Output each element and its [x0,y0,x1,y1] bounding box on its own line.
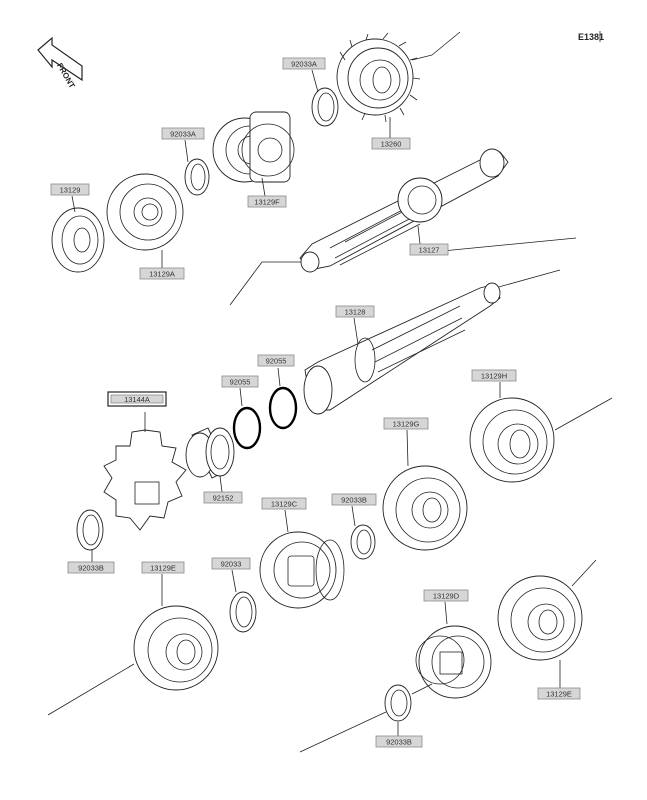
svg-text:92055: 92055 [230,378,251,387]
gear-13129d[interactable] [415,625,492,699]
svg-text:92055: 92055 [266,357,287,366]
svg-text:13129G: 13129G [393,420,420,429]
label-92152: 92152 [203,491,243,504]
circlip-92033b-bottom[interactable] [384,684,412,722]
oring-92055-b[interactable] [268,386,298,430]
gear-13129f[interactable] [212,111,295,183]
svg-text:13129C: 13129C [271,500,298,509]
svg-text:92033A: 92033A [291,60,317,69]
svg-text:13128: 13128 [345,308,366,317]
label-92055-a: 92055 [221,375,259,388]
svg-text:92033A: 92033A [170,130,196,139]
svg-text:13144A: 13144A [124,395,150,404]
bushing-92152[interactable] [185,427,235,479]
label-13260: 13260 [371,137,411,150]
label-92033b-bottom: 92033B [375,735,423,748]
svg-text:13260: 13260 [381,140,402,149]
label-13127: 13127 [409,243,449,256]
svg-text:13129E: 13129E [546,690,572,699]
gear-13129e-left[interactable] [133,605,219,691]
label-13129h: 13129H [471,369,517,382]
svg-text:13129E: 13129E [150,564,176,573]
label-92033b-left: 92033B [67,561,115,574]
front-arrow-icon: FRONT [37,36,83,90]
svg-text:13129A: 13129A [149,270,175,279]
label-13129e-right: 13129E [537,687,581,700]
label-92033a-top: 92033A [282,57,326,70]
circlip-92033a-top[interactable] [311,87,339,127]
label-13144a: 13144A [107,391,167,407]
svg-text:13129H: 13129H [481,372,507,381]
label-92033a-left: 92033A [161,127,205,140]
svg-text:92033B: 92033B [386,738,412,747]
gear-13129c[interactable] [259,531,345,609]
label-92033: 92033 [211,557,251,570]
label-13128: 13128 [335,305,375,318]
gear-13260[interactable] [336,32,421,123]
oring-92055-a[interactable] [232,406,262,450]
diagram-code: E1381 [578,32,604,42]
gear-13129g[interactable] [382,465,468,551]
svg-text:13127: 13127 [419,246,440,255]
gear-13129e-right[interactable] [497,575,583,661]
svg-text:92033B: 92033B [78,564,104,573]
circlip-92033[interactable] [229,591,257,633]
svg-text:92033B: 92033B [341,496,367,505]
label-13129c: 13129C [261,497,307,510]
circlip-92033b-mid[interactable] [350,524,376,560]
label-92033b-mid: 92033B [331,493,377,506]
circlip-92033b-left[interactable] [76,509,104,551]
gear-13129h[interactable] [469,397,555,483]
label-13129d: 13129D [423,589,469,602]
label-13129a: 13129A [139,267,185,280]
svg-text:13129D: 13129D [433,592,460,601]
label-13129f: 13129F [247,195,287,208]
gear-13129a[interactable] [106,173,184,251]
svg-text:13129F: 13129F [254,198,280,207]
svg-text:92152: 92152 [213,494,234,503]
shaft-13127[interactable] [299,148,509,273]
shaft-13128[interactable] [303,282,501,415]
label-13129e-left: 13129E [141,561,185,574]
label-13129: 13129 [50,183,90,196]
label-13129g: 13129G [383,417,429,430]
label-92055-b: 92055 [257,354,295,367]
gear-13129[interactable] [51,207,105,273]
sprocket-13144a[interactable] [103,429,187,531]
circlip-92033a-left[interactable] [184,158,210,196]
svg-text:13129: 13129 [60,186,81,195]
svg-text:92033: 92033 [221,560,242,569]
